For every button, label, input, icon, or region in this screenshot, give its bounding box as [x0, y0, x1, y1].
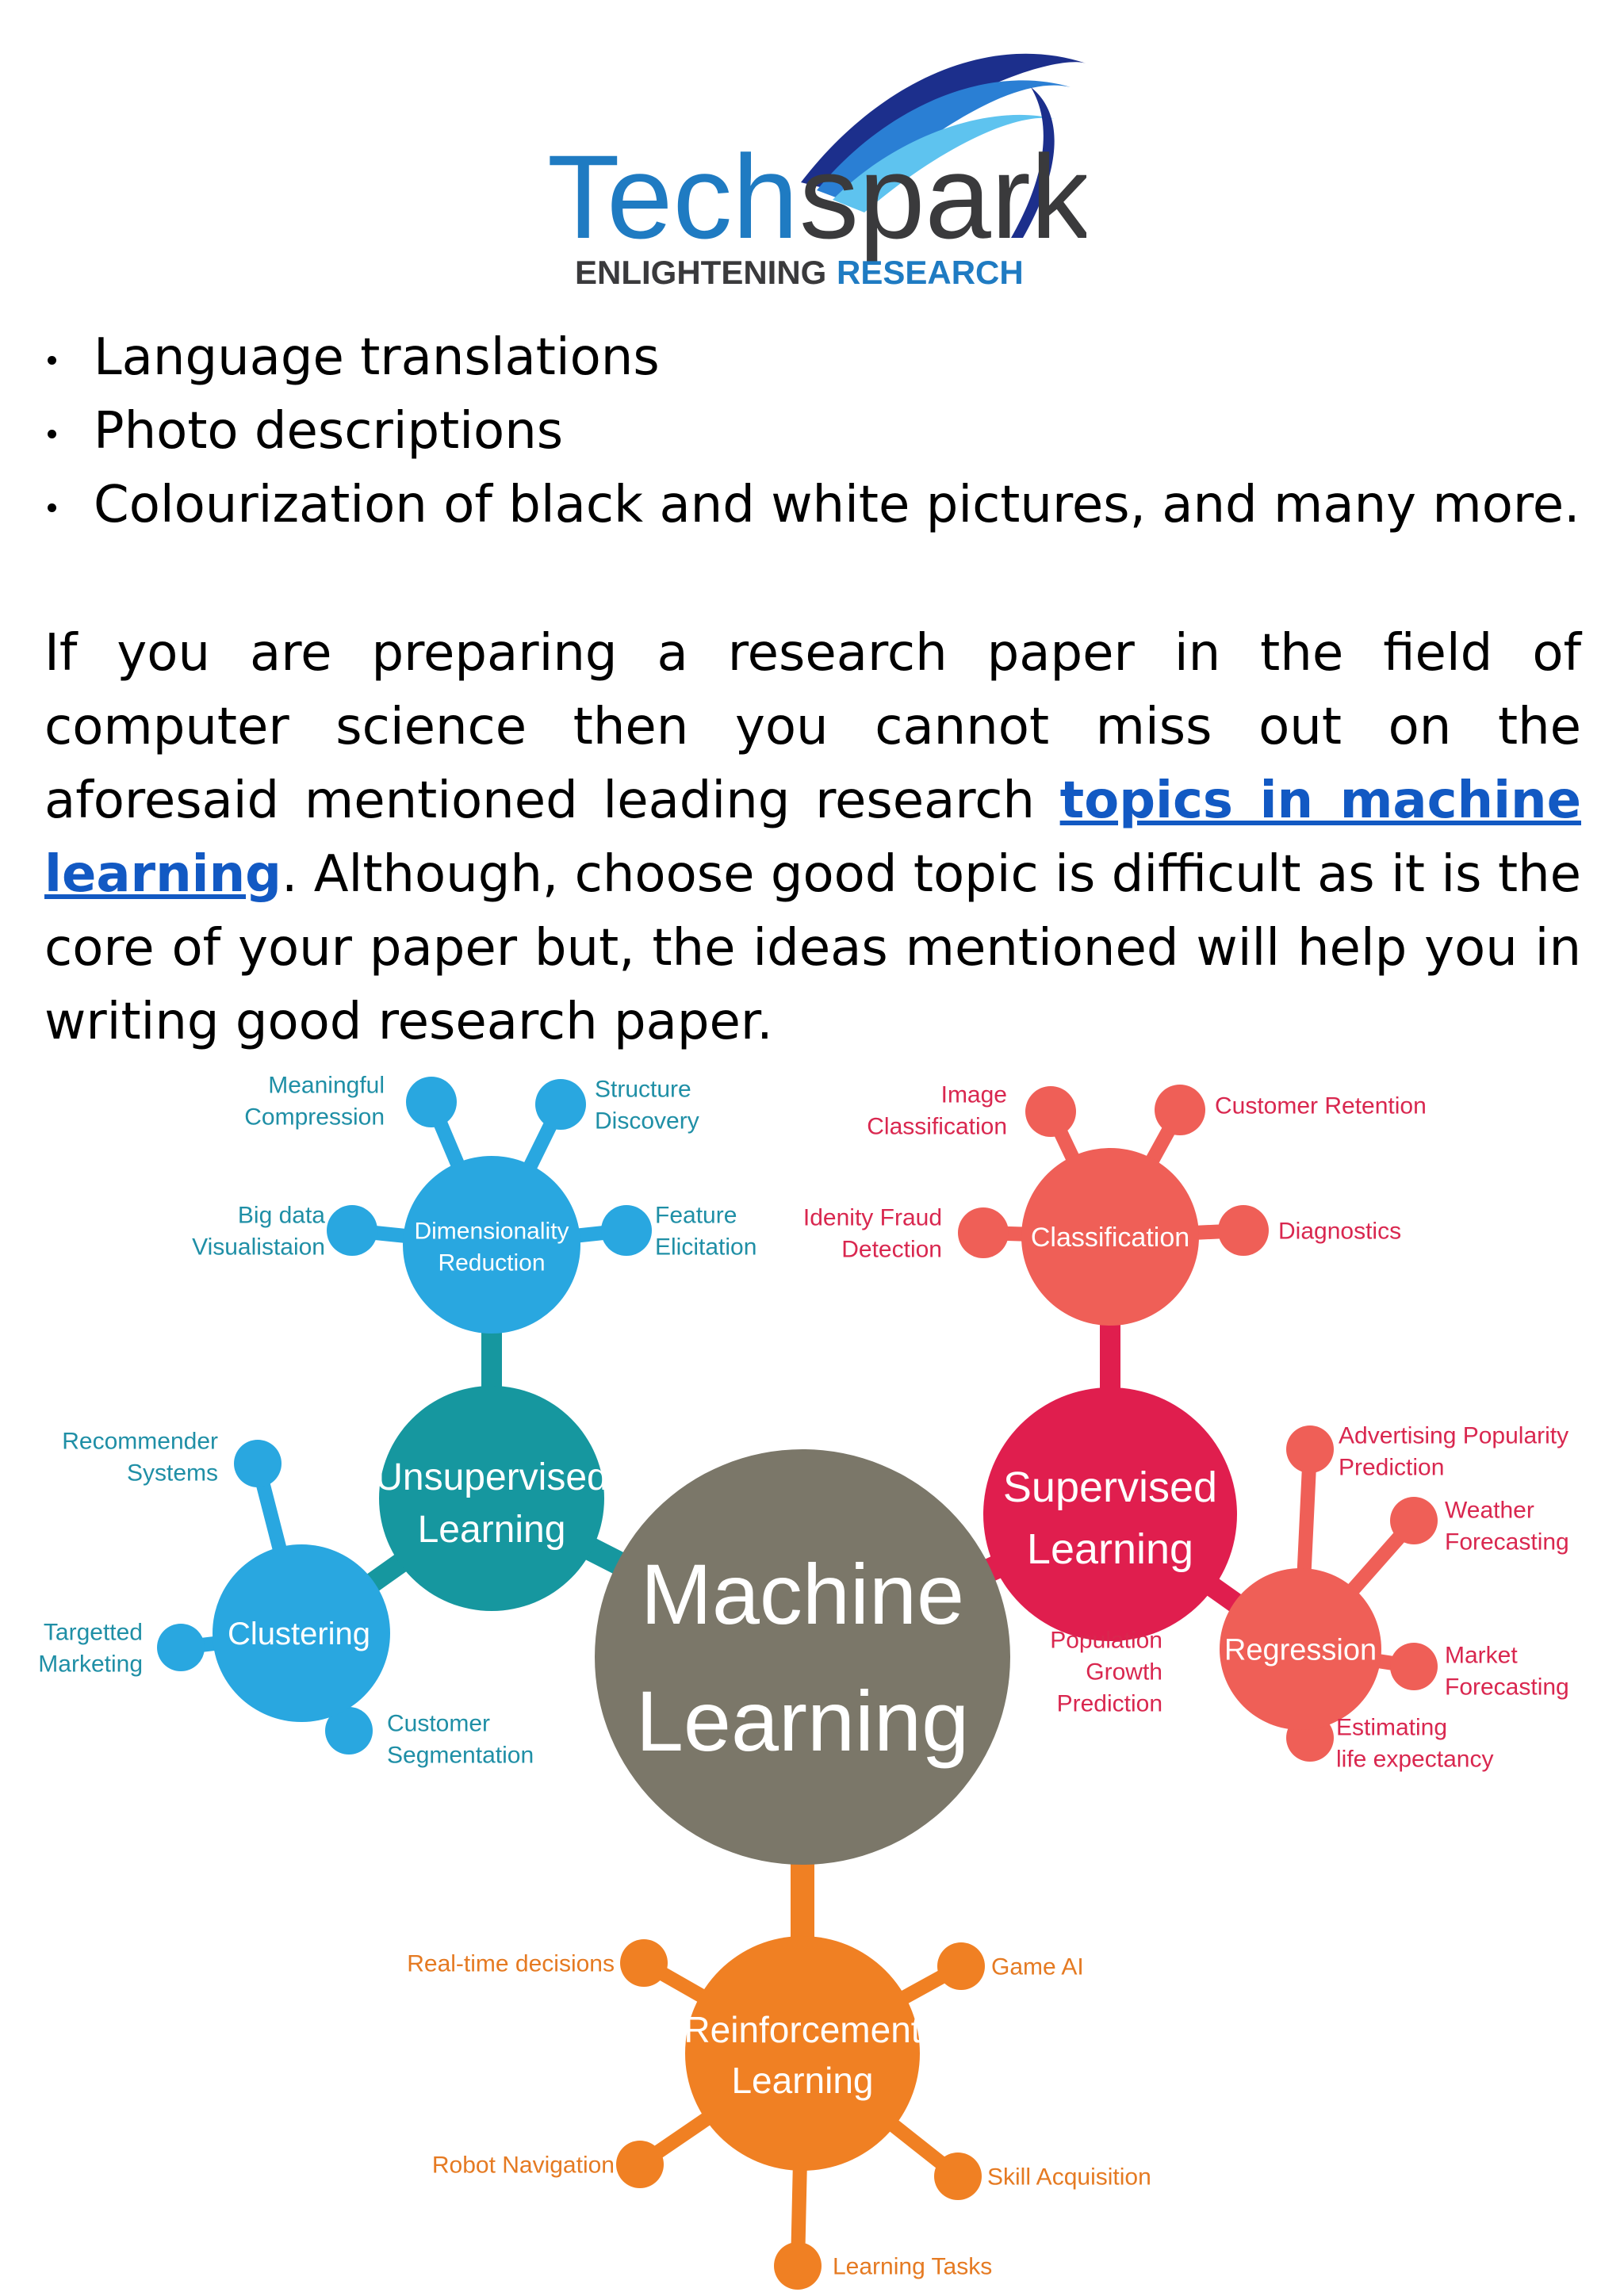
leaf-customer-retention-dot [1155, 1085, 1205, 1135]
clustering-node-label: Clustering [228, 1617, 370, 1651]
bullet-dot-icon [48, 430, 56, 438]
bullet-item: Photo descriptions [44, 395, 1580, 469]
bullet-item: Colourization of black and white picture… [44, 469, 1580, 542]
paragraph-text-end: . Although, choose good topic is difficu… [44, 845, 1581, 1051]
leaf-skill-acquisition-dot [934, 2152, 982, 2200]
topics-link[interactable]: topics in machine learning [44, 771, 1581, 904]
leaf-identity-fraud-dot [958, 1207, 1009, 1258]
leaf-diagnostics-dot [1218, 1205, 1269, 1256]
bullet-item: Language translations [44, 321, 1580, 395]
reinforcement-node-circle [685, 1936, 920, 2171]
leaf-structure-discovery-dot [535, 1079, 586, 1130]
leaf-weather-forecasting-dot [1390, 1497, 1438, 1544]
body-paragraph: If you are preparing a research paper in… [44, 617, 1581, 1059]
leaf-meaningful-compression-dot [406, 1077, 457, 1127]
logo-tagline-research: RESEARCH [837, 254, 1024, 291]
supervised-node-circle [983, 1387, 1237, 1641]
regression-node-label: Regression [1224, 1633, 1377, 1667]
classification-node-label: Classification [1031, 1223, 1189, 1253]
paragraph-text-start: If you are preparing a research paper in… [44, 624, 1581, 830]
leaf-learning-tasks-dot [774, 2242, 822, 2290]
leaf-realtime-decisions-label: Real-time decisions [407, 1951, 615, 1977]
leaf-feature-elicitation-dot [601, 1205, 652, 1256]
techsparks-logo: Tech sparks ENLIGHTENING RESEARCH [547, 53, 1086, 291]
logo-tagline-enlightening: ENLIGHTENING [575, 254, 826, 291]
leaf-customer-retention-label: Customer Retention [1215, 1093, 1427, 1119]
bullet-dot-icon [48, 503, 56, 512]
leaf-recommender-systems-dot [234, 1440, 282, 1487]
regression-node-circle [1220, 1568, 1381, 1730]
logo-swoosh [801, 53, 1086, 238]
clustering-node-circle [213, 1544, 390, 1722]
leaf-skill-acquisition-label: Skill Acquisition [987, 2164, 1151, 2191]
leaf-game-ai-dot [937, 1942, 985, 1990]
center-node-circle [595, 1449, 1010, 1865]
unsupervised-node-circle [379, 1386, 604, 1611]
leaf-diagnostics-label: Diagnostics [1278, 1219, 1401, 1245]
leaf-learning-tasks-label: Learning Tasks [833, 2254, 992, 2280]
leaf-realtime-decisions-dot [620, 1939, 668, 1987]
leaf-market-forecasting-dot [1390, 1643, 1438, 1690]
bullet-text: Language translations [94, 328, 660, 387]
bullet-dot-icon [48, 356, 56, 365]
logo-text-tech: Tech [547, 130, 799, 263]
leaf-advertising-popularity-dot [1286, 1425, 1334, 1473]
leaf-customer-segmentation-dot [325, 1707, 373, 1755]
leaf-targetted-marketing-dot [157, 1624, 205, 1671]
leaf-game-ai-label: Game AI [991, 1954, 1084, 1980]
leaf-image-classification-dot [1025, 1086, 1076, 1137]
bullet-text: Photo descriptions [94, 402, 564, 461]
logo-text-sparks: sparks [799, 130, 1086, 263]
classification-node-circle [1021, 1148, 1199, 1326]
bullet-list: Language translations Photo descriptions… [44, 321, 1580, 542]
leaf-big-data-dot [327, 1205, 377, 1256]
bullet-text: Colourization of black and white picture… [94, 476, 1580, 534]
leaf-robot-navigation-label: Robot Navigation [432, 2152, 615, 2179]
dimensionality-node-circle [403, 1156, 580, 1334]
leaf-robot-navigation-dot [616, 2141, 664, 2188]
